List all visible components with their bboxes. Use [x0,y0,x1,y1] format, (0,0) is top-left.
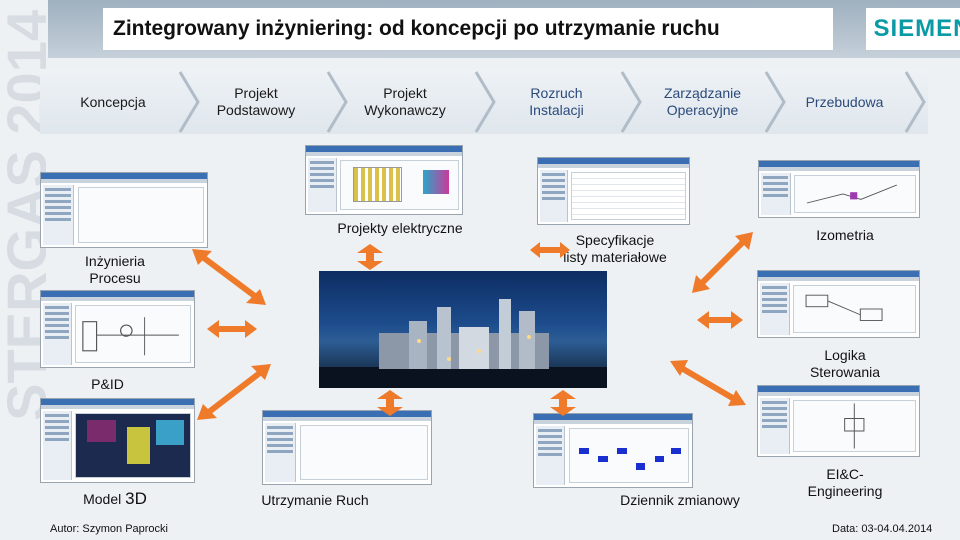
phase-bar [40,70,928,134]
phase-label: Zarządzanie Operacyjne [663,85,742,118]
phase-label: Rozruch Instalacji [529,85,584,118]
arrow-eic-to-photo [670,360,746,406]
chevron-icon [904,71,926,133]
phase-label: Projekt Wykonawczy [364,85,446,118]
arrow-logic-to-photo [697,311,743,329]
label-projekty-elektryczne: Projekty elektryczne [337,220,463,236]
chevron-icon [178,71,200,133]
label-specyfikacje: Specyfikacje listy materiałowe [563,232,667,265]
label-logika-sterowania: Logika Sterowania [809,347,881,380]
chevron-icon [620,71,642,133]
power-plant-illustration [319,299,607,388]
arrow-specs-to-photo [530,242,570,258]
brand-name: SIEMENS [873,15,960,42]
arrow-electrical-to-photo [357,244,383,270]
arrow-isometry-to-photo [692,232,753,293]
siemens-logo: SIEMENS [866,8,960,50]
electrical-projects-screenshot [305,145,463,215]
specifications-screenshot [537,157,690,225]
arrow-3d-to-photo [197,364,271,420]
model-3d-prefix: Model [83,491,126,507]
label-inzynieria-procesu: Inżynieria Procesu [85,253,145,286]
title-bar: Zintegrowany inżyniering: od koncepcji p… [48,0,960,58]
phase-zarzadzanie-operacyjne: Zarządzanie Operacyjne [640,72,765,132]
footer-date: Data: 03-04.04.2014 [832,523,933,535]
phase-koncepcja: Koncepcja [48,72,178,132]
phase-projekt-podstawowy: Projekt Podstawowy [196,72,316,132]
label-dziennik-zmianowy: Dziennik zmianowy [620,492,740,508]
process-engineering-screenshot [40,172,208,248]
model-3d-screenshot [40,398,195,483]
chevron-icon [764,71,786,133]
footer-author: Autor: Szymon Paprocki [50,523,168,535]
isometry-screenshot [758,160,920,218]
arrow-maintenance-to-photo [377,390,403,416]
label-pid: P&ID [91,376,124,392]
chevron-icon [326,71,348,133]
label-izometria: Izometria [816,227,874,243]
arrow-process-to-photo [192,249,266,305]
phase-rozruch-instalacji: Rozruch Instalacji [494,72,619,132]
power-plant-photo [319,271,607,388]
label-utrzymanie-ruchu: Utrzymanie Ruch [261,492,369,508]
arrow-pid-to-photo [207,320,257,338]
maintenance-screenshot [262,410,432,485]
phase-przebudowa: Przebudowa [782,72,907,132]
phase-label: Projekt Podstawowy [216,85,296,118]
phase-label: Koncepcja [80,93,146,110]
arrow-shiftlog-to-photo [550,390,576,416]
label-eic-engineering: EI&C- Engineering [807,466,883,499]
phase-projekt-wykonawczy: Projekt Wykonawczy [345,72,465,132]
shift-log-screenshot [533,413,693,488]
chevron-icon [474,71,496,133]
control-logic-screenshot [757,270,920,338]
slide-title: Zintegrowany inżyniering: od koncepcji p… [103,8,833,50]
pid-screenshot [40,290,195,368]
label-model-3d: Model 3D [60,490,170,508]
phase-label: Przebudowa [805,93,884,110]
model-3d-suffix: 3D [125,489,147,508]
eic-engineering-screenshot [757,385,920,457]
